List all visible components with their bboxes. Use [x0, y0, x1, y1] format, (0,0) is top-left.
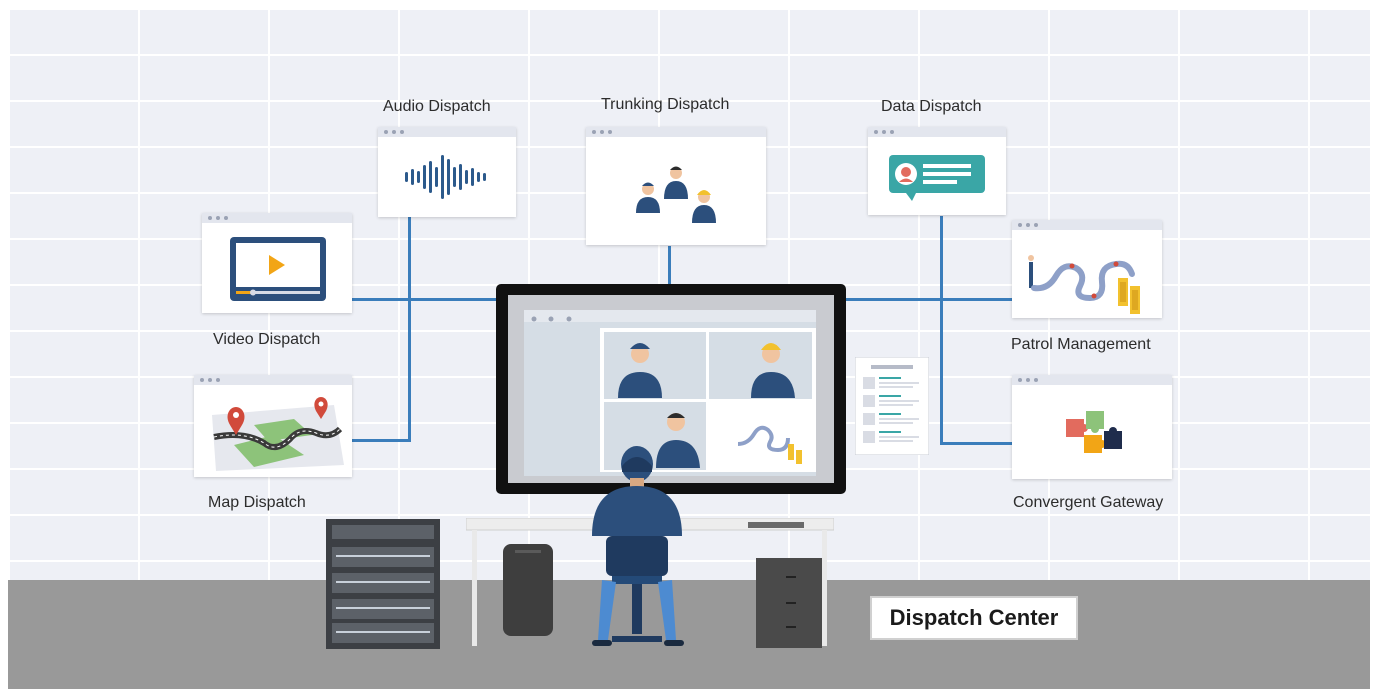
sound-wave-icon: [405, 155, 486, 199]
connector-map-horizontal: [352, 439, 411, 442]
trunking-dispatch-label: Trunking Dispatch: [601, 96, 730, 113]
connector-right-horizontal: [844, 298, 1014, 301]
audio-dispatch-label: Audio Dispatch: [383, 98, 491, 115]
video-player-icon: [230, 237, 326, 301]
main-monitor: [496, 284, 846, 494]
pc-tower: [503, 544, 553, 636]
map-dispatch-label: Map Dispatch: [208, 494, 306, 511]
data-dispatch-label: Data Dispatch: [881, 98, 982, 115]
video-dispatch-label: Video Dispatch: [213, 331, 321, 348]
trunking-dispatch-panel: [586, 127, 766, 245]
floor: [8, 580, 1370, 689]
convergent-gateway-panel: [1012, 375, 1172, 479]
dispatch-center-label: Dispatch Center: [870, 596, 1078, 640]
connector-gateway-horizontal: [940, 442, 1014, 445]
patrol-management-panel: [1012, 220, 1162, 318]
connector-audio-vertical: [408, 216, 411, 442]
connector-trunking-vertical: [668, 246, 671, 286]
puzzle-pieces-icon: [1066, 411, 1122, 453]
workers-group-icon: [636, 166, 716, 223]
map-route-icon: [212, 397, 344, 471]
audio-dispatch-panel: [378, 127, 516, 217]
operator-seated: [592, 446, 684, 646]
report-document-icon: [855, 357, 929, 455]
patrol-management-label: Patrol Management: [1011, 336, 1151, 353]
server-rack: [326, 519, 440, 649]
patrol-route-icon: [1028, 255, 1140, 314]
video-dispatch-panel: [202, 213, 352, 313]
map-dispatch-panel: [194, 375, 352, 477]
connector-data-vertical: [940, 216, 943, 444]
message-card-icon: [889, 155, 985, 201]
convergent-gateway-label: Convergent Gateway: [1013, 494, 1164, 511]
data-dispatch-panel: [868, 127, 1006, 215]
connector-video-horizontal: [352, 298, 498, 301]
